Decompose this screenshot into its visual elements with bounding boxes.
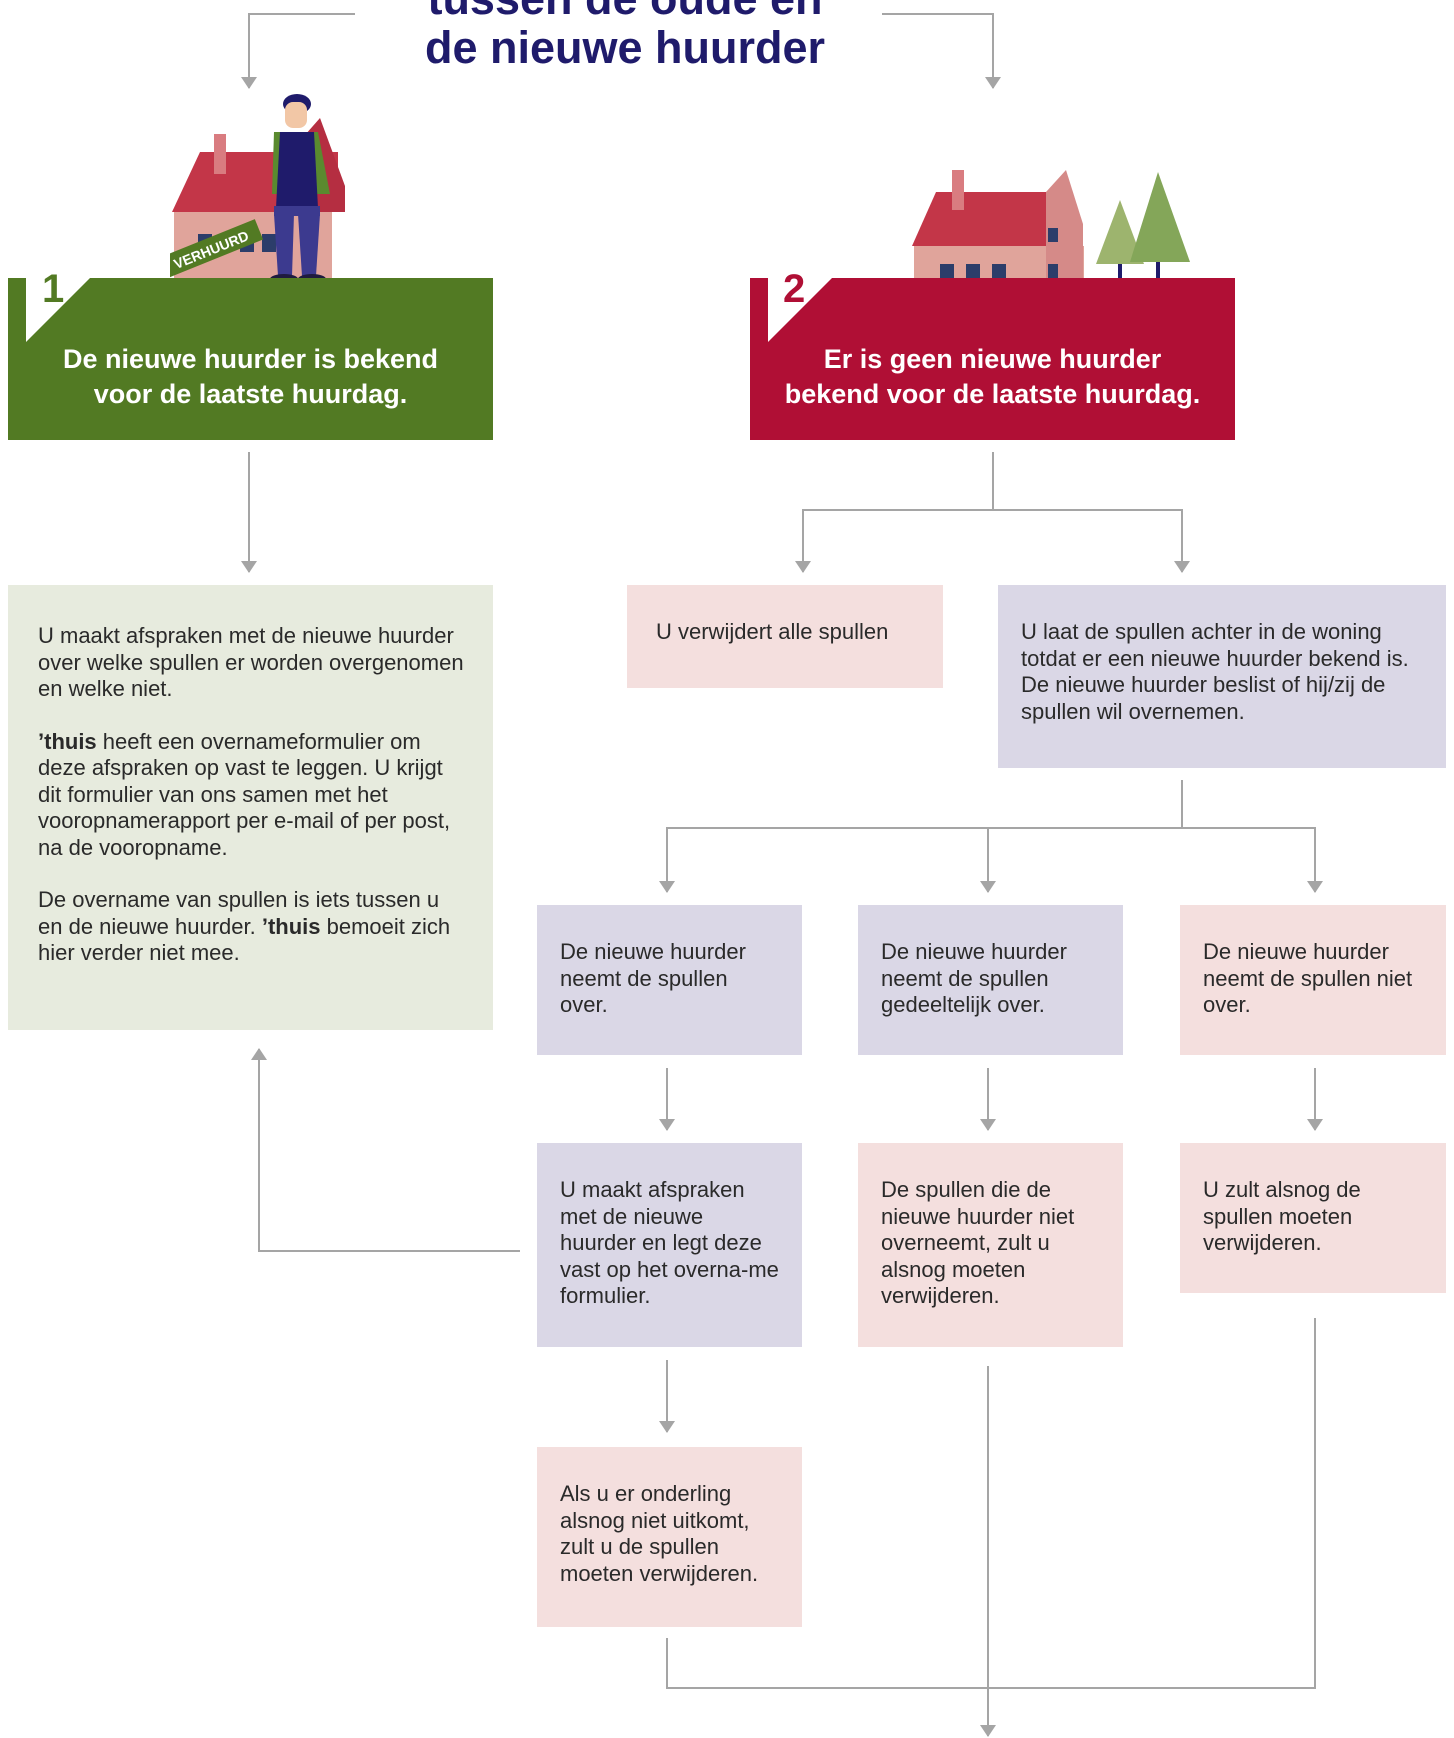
title-line-2: de nieuwe huurder bbox=[424, 22, 826, 73]
afspraken-paragraph-3: De overname van spullen is iets tussen u… bbox=[38, 887, 467, 967]
box-spullen-die-niet-overneemt: De spullen die de nieuwe huurder niet ov… bbox=[858, 1143, 1123, 1347]
option-2-label-line-2: bekend voor de laatste huurdag. bbox=[784, 379, 1201, 409]
box-verwijdert-alle-spullen: U verwijdert alle spullen bbox=[627, 585, 943, 688]
box-neemt-gedeeltelijk-over: De nieuwe huurder neemt de spullen gedee… bbox=[858, 905, 1123, 1055]
afspraken-paragraph-1: U maakt afspraken met de nieuwe huurder … bbox=[38, 623, 464, 701]
option-1-label-line-1: De nieuwe huurder is bekend bbox=[62, 344, 439, 374]
box-alsnog-verwijderen: U zult alsnog de spullen moeten verwijde… bbox=[1180, 1143, 1446, 1293]
box-afspraken-maken: U maakt afspraken met de nieuwe huurder … bbox=[8, 585, 493, 1030]
option-2-label: Er is geen nieuwe huurder bekend voor de… bbox=[750, 342, 1235, 412]
thuis-brand: ’thuis bbox=[261, 913, 321, 939]
arrow-title-to-option1 bbox=[241, 13, 355, 89]
number-flag-2 bbox=[768, 278, 832, 342]
thuis-brand: ’thuis bbox=[38, 728, 97, 754]
arrow-to-verwijdert bbox=[795, 509, 993, 573]
arrow-to-niet-over bbox=[1182, 827, 1323, 893]
arrow-to-neemt-over bbox=[659, 827, 1182, 893]
option-2-number: 2 bbox=[783, 267, 806, 311]
afspraken-paragraph-3-start: De overname van spullen is iets tussen u… bbox=[38, 887, 440, 939]
option-2-header: 2 Er is geen nieuwe huurder bekend voor … bbox=[750, 269, 1235, 440]
afspraken-paragraph-3-end: bemoeit zich hier verder niet mee. bbox=[38, 913, 451, 966]
page-title: tussen de oude en de nieuwe huurder bbox=[290, 0, 960, 72]
box-neemt-spullen-over: De nieuwe huurder neemt de spullen over. bbox=[537, 905, 802, 1055]
house-with-man-illustration: VERHUURD bbox=[170, 94, 345, 304]
trees-icon bbox=[1096, 172, 1190, 284]
number-flag-1 bbox=[26, 278, 90, 342]
arrow-title-to-option2 bbox=[882, 13, 1001, 89]
box-laat-spullen-achter: U laat de spullen achter in de woning to… bbox=[998, 585, 1446, 768]
title-line-1: tussen de oude en bbox=[290, 0, 960, 23]
arrow-vastleggen-to-afspraken bbox=[251, 1048, 520, 1252]
arrow-to-laat bbox=[993, 509, 1190, 573]
box-neemt-niet-over: De nieuwe huurder neemt de spullen niet … bbox=[1180, 905, 1446, 1055]
option-1-header: 1 De nieuwe huurder is bekend voor de la… bbox=[8, 269, 493, 440]
option-1-label-line-2: voor de laatste huurdag. bbox=[93, 379, 408, 409]
afspraken-paragraph-2: ’thuis heeft een overnameformulier om de… bbox=[38, 729, 467, 862]
afspraken-paragraph-2-text: heeft een overnameformulier om deze afsp… bbox=[38, 728, 451, 860]
option-2-label-line-1: Er is geen nieuwe huurder bbox=[823, 344, 1162, 374]
connector-bottom-merge bbox=[666, 1318, 1316, 1689]
box-onderling-niet-uitkomt: Als u er onderling alsnog niet uitkomt, … bbox=[537, 1447, 802, 1627]
option-1-label: De nieuwe huurder is bekend voor de laat… bbox=[8, 342, 493, 412]
option-1-number: 1 bbox=[42, 267, 65, 311]
box-afspraken-vastleggen: U maakt afspraken met de nieuwe huurder … bbox=[537, 1143, 802, 1347]
